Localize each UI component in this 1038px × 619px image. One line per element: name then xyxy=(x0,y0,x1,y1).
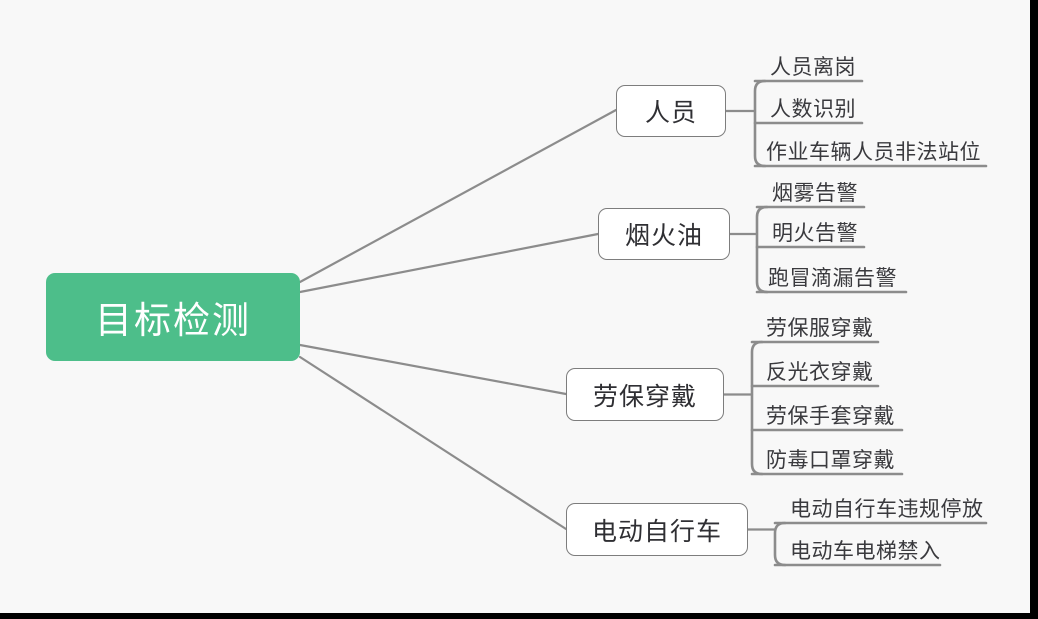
root-to-branch-connector-1 xyxy=(298,232,600,294)
branch-node-label: 人员 xyxy=(644,98,697,127)
mindmap-branch-node-2[interactable]: 劳保穿戴 xyxy=(566,368,724,421)
branch-bracket-3 xyxy=(773,521,787,567)
mindmap-leaf-node-1-0[interactable]: 烟雾告警 xyxy=(772,181,858,205)
mindmap-branch-node-3[interactable]: 电动自行车 xyxy=(566,503,748,556)
mindmap-leaf-node-2-0[interactable]: 劳保服穿戴 xyxy=(766,316,874,340)
root-to-branch-connector-3 xyxy=(298,355,568,531)
branch-node-label: 劳保穿戴 xyxy=(592,381,697,411)
branch-node-label: 电动自行车 xyxy=(591,516,722,546)
window-edge-right xyxy=(1030,0,1038,619)
mindmap-leaf-node-3-1[interactable]: 电动车电梯禁入 xyxy=(790,539,941,563)
mindmap-leaf-node-3-0[interactable]: 电动自行车违规停放 xyxy=(790,497,984,521)
mindmap-leaf-node-0-2[interactable]: 作业车辆人员非法站位 xyxy=(766,140,981,164)
mindmap-leaf-node-1-1[interactable]: 明火告警 xyxy=(772,221,858,245)
window-edge-bottom xyxy=(0,613,1038,619)
mindmap-leaf-node-2-1[interactable]: 反光衣穿戴 xyxy=(766,360,874,384)
branch-node-label: 烟火油 xyxy=(624,221,703,250)
root-node-label: 目标检测 xyxy=(95,299,251,342)
mindmap-leaf-node-0-0[interactable]: 人员离岗 xyxy=(770,55,856,79)
mindmap-root-node[interactable]: 目标检测 xyxy=(46,273,300,361)
root-to-branch-connector-0 xyxy=(298,108,618,284)
branch-bracket-1 xyxy=(755,205,769,294)
mindmap-leaf-node-2-3[interactable]: 防毒口罩穿戴 xyxy=(766,448,895,472)
mindmap-leaf-node-1-2[interactable]: 跑冒滴漏告警 xyxy=(768,266,897,290)
branch-bracket-0 xyxy=(753,79,767,168)
mindmap-leaf-node-2-2[interactable]: 劳保手套穿戴 xyxy=(766,404,895,428)
branch-bracket-2 xyxy=(750,340,764,476)
mindmap-branch-node-0[interactable]: 人员 xyxy=(616,85,726,137)
mindmap-leaf-node-0-1[interactable]: 人数识别 xyxy=(770,97,856,121)
root-to-branch-connector-2 xyxy=(298,343,568,396)
mindmap-branch-node-1[interactable]: 烟火油 xyxy=(598,208,730,260)
